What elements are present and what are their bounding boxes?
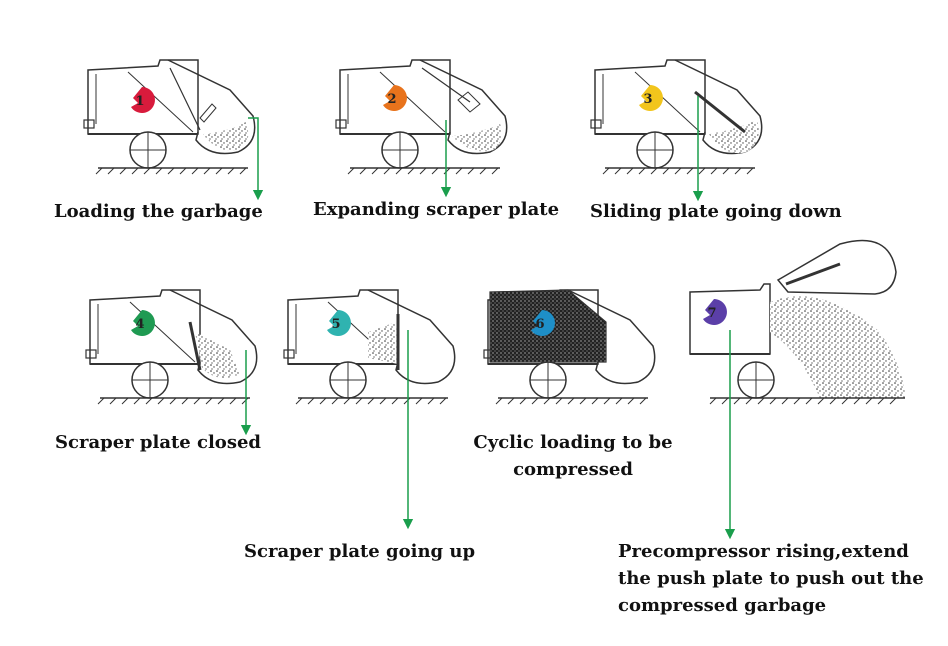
step-2-caption: Expanding scraper plate (313, 199, 560, 220)
step-1-caption: Loading the garbage (54, 201, 263, 222)
step-3-number: 3 (643, 92, 652, 107)
step-2-number: 2 (387, 92, 396, 107)
step-1-arrow (248, 117, 264, 201)
step-arrows (240, 96, 736, 540)
step-2-illustration (335, 59, 508, 175)
step-1-illustration (83, 59, 256, 175)
step-7-number: 7 (707, 306, 716, 321)
step-5-illustration (283, 289, 456, 405)
step-7-caption: Precompressor rising,extend the push pla… (618, 538, 924, 619)
step-1-number: 1 (135, 94, 144, 109)
step-6-caption-line-1: Cyclic loading to be (473, 432, 673, 453)
step-6-caption: Cyclic loading to be compressed (468, 429, 678, 483)
step-6-caption-line-2: compressed (513, 459, 633, 480)
step-7-caption-line-1: Precompressor rising,extend (618, 541, 909, 562)
step-4-number: 4 (135, 317, 144, 332)
step-4-caption: Scraper plate closed (55, 432, 261, 453)
step-6-number: 6 (535, 317, 544, 332)
step-5-caption: Scraper plate going up (244, 541, 476, 562)
step-7-illustration (689, 239, 905, 405)
step-3-illustration (590, 59, 763, 175)
step-7-caption-line-3: compressed garbage (618, 595, 827, 616)
step-4-illustration (85, 289, 258, 405)
step-7-caption-line-2: the push plate to push out the (618, 568, 924, 589)
step-6-illustration (483, 289, 656, 405)
step-3-caption: Sliding plate going down (590, 201, 842, 222)
step-5-number: 5 (331, 317, 340, 332)
